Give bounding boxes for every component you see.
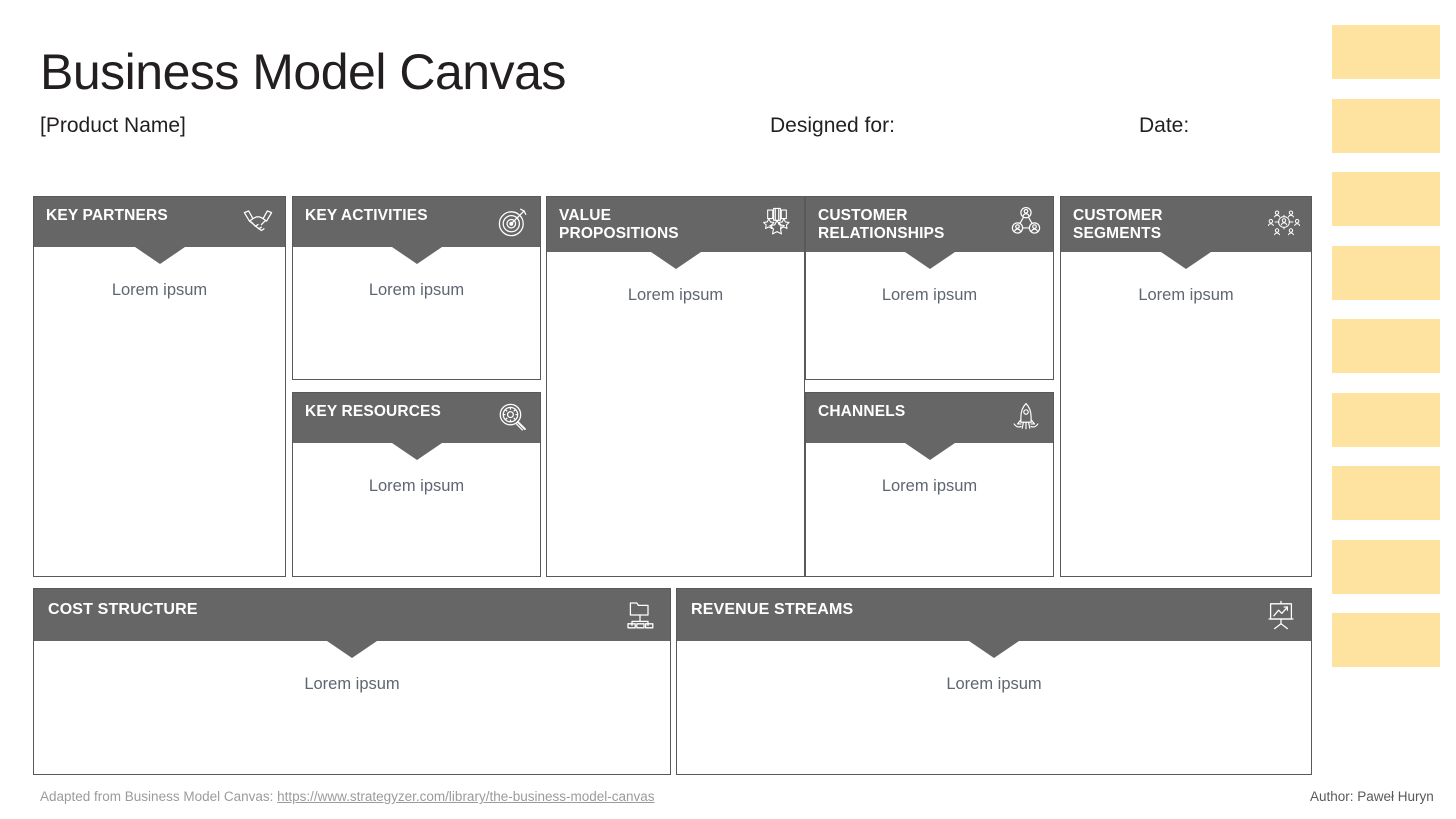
- header-notch: [391, 443, 442, 460]
- block-title-key-activities: KEY ACTIVITIES: [305, 207, 428, 224]
- footer-author: Author: Paweł Huryn: [1310, 789, 1434, 804]
- rocket-icon: [1009, 401, 1043, 435]
- footer-attribution-prefix: Adapted from Business Model Canvas:: [40, 789, 278, 804]
- block-body-key-activities[interactable]: Lorem ipsum: [293, 247, 540, 300]
- block-title-channels: CHANNELS: [818, 403, 906, 420]
- strategyzer-link[interactable]: https://www.strategyzer.com/library/the-…: [277, 789, 655, 804]
- block-customer-segments[interactable]: CUSTOMER SEGMENTS: [1060, 196, 1312, 577]
- sticky-note[interactable]: [1332, 613, 1440, 667]
- block-header-customer-relationships: CUSTOMER RELATIONSHIPS: [806, 197, 1053, 269]
- block-title-value-propositions: VALUE PROPOSITIONS: [559, 207, 679, 243]
- block-body-key-partners[interactable]: Lorem ipsum: [34, 247, 285, 300]
- header-notch: [969, 641, 1019, 658]
- sticky-note[interactable]: [1332, 466, 1440, 520]
- block-header-key-activities: KEY ACTIVITIES: [293, 197, 540, 264]
- block-body-customer-segments[interactable]: Lorem ipsum: [1061, 252, 1311, 305]
- block-revenue-streams[interactable]: REVENUE STREAMS Lorem ipsum: [676, 588, 1312, 775]
- block-value-propositions[interactable]: VALUE PROPOSITIONS Lorem ipsum: [546, 196, 805, 577]
- block-header-key-partners: KEY PARTNERS: [34, 197, 285, 264]
- placeholder-text: Lorem ipsum: [627, 285, 724, 304]
- sticky-note[interactable]: [1332, 392, 1440, 447]
- block-title-key-resources: KEY RESOURCES: [305, 403, 442, 420]
- header-notch: [904, 251, 955, 269]
- block-header-cost-structure: COST STRUCTURE: [34, 589, 670, 658]
- header-notch: [904, 443, 955, 460]
- block-key-activities[interactable]: KEY ACTIVITIES Lorem ipsum: [292, 196, 541, 380]
- block-channels[interactable]: CHANNELS Lorem ipsum: [805, 392, 1054, 577]
- block-customer-relationships[interactable]: CUSTOMER RELATIONSHIPS Lorem ipsum: [805, 196, 1054, 380]
- placeholder-text: Lorem ipsum: [881, 285, 978, 304]
- block-title-key-partners: KEY PARTNERS: [46, 207, 168, 224]
- sticky-note[interactable]: [1332, 245, 1440, 300]
- placeholder-text: Lorem ipsum: [111, 281, 208, 299]
- block-header-value-propositions: VALUE PROPOSITIONS: [547, 197, 804, 269]
- block-key-partners[interactable]: KEY PARTNERS Lorem ipsum: [33, 196, 286, 577]
- sticky-note[interactable]: [1332, 319, 1440, 373]
- block-body-cost-structure[interactable]: Lorem ipsum: [34, 641, 670, 694]
- sticky-note[interactable]: [1332, 98, 1440, 153]
- sticky-note[interactable]: [1332, 25, 1440, 79]
- block-header-revenue-streams: REVENUE STREAMS: [677, 589, 1311, 658]
- page-title: Business Model Canvas: [40, 44, 566, 100]
- placeholder-text: Lorem ipsum: [1138, 285, 1234, 304]
- sticky-note[interactable]: [1332, 172, 1440, 226]
- magnifier-gear-icon: [496, 401, 530, 435]
- placeholder-text: Lorem ipsum: [304, 675, 400, 693]
- footer-attribution: Adapted from Business Model Canvas: http…: [40, 789, 655, 804]
- handshake-icon: [241, 205, 275, 239]
- placeholder-text: Lorem ipsum: [946, 675, 1042, 693]
- block-header-channels: CHANNELS: [806, 393, 1053, 460]
- sticky-note[interactable]: [1332, 539, 1440, 594]
- block-body-channels[interactable]: Lorem ipsum: [806, 443, 1053, 496]
- people-network-icon: [1009, 205, 1043, 239]
- block-header-key-resources: KEY RESOURCES: [293, 393, 540, 460]
- block-title-cost-structure: COST STRUCTURE: [48, 601, 198, 618]
- placeholder-text: Lorem ipsum: [368, 281, 465, 299]
- header-notch: [1161, 251, 1211, 269]
- header-notch: [650, 251, 701, 269]
- header-notch: [134, 247, 185, 264]
- block-title-customer-relationships: CUSTOMER RELATIONSHIPS: [818, 207, 945, 243]
- block-body-key-resources[interactable]: Lorem ipsum: [293, 443, 540, 496]
- date-label[interactable]: Date:: [1139, 114, 1190, 137]
- folder-hierarchy-icon: [624, 599, 656, 631]
- block-cost-structure[interactable]: COST STRUCTURE Lorem ipsum: [33, 588, 671, 775]
- block-title-revenue-streams: REVENUE STREAMS: [691, 601, 854, 618]
- block-body-value-propositions[interactable]: Lorem ipsum: [547, 252, 804, 305]
- header-notch: [391, 247, 442, 264]
- placeholder-text: Lorem ipsum: [368, 477, 465, 495]
- block-header-customer-segments: CUSTOMER SEGMENTS: [1061, 197, 1311, 269]
- block-key-resources[interactable]: KEY RESOURCES Lorem ipsum: [292, 392, 541, 577]
- target-dart-icon: [496, 205, 530, 239]
- header-notch: [327, 641, 377, 658]
- block-title-customer-segments: CUSTOMER SEGMENTS: [1073, 207, 1163, 243]
- block-body-customer-relationships[interactable]: Lorem ipsum: [806, 252, 1053, 305]
- block-body-revenue-streams[interactable]: Lorem ipsum: [677, 641, 1311, 694]
- people-group-icon: [1267, 205, 1301, 239]
- presentation-chart-icon: [1265, 599, 1297, 631]
- product-name-field[interactable]: [Product Name]: [40, 114, 186, 137]
- designed-for-label[interactable]: Designed for:: [770, 114, 895, 137]
- medals-icon: [760, 205, 794, 239]
- placeholder-text: Lorem ipsum: [881, 477, 978, 495]
